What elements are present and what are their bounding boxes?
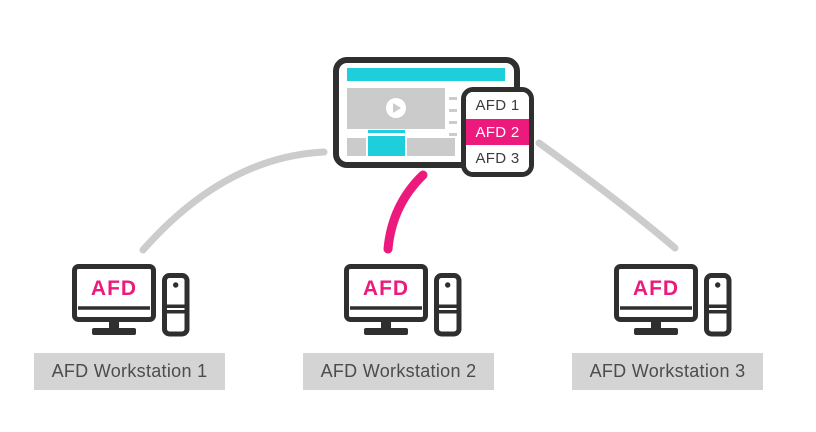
- connector-workstation-3: [535, 139, 679, 252]
- workstation-3: AFD: [614, 264, 732, 337]
- screen-label: AFD: [633, 277, 679, 300]
- thumbnail-selected: [368, 130, 405, 156]
- workstation-2-caption: AFD Workstation 2: [303, 353, 494, 390]
- playlist-line-icon: [449, 97, 457, 100]
- connector-workstation-2-active: [383, 170, 428, 254]
- afd-option-3: AFD 3: [466, 145, 529, 172]
- play-icon: [393, 103, 401, 113]
- thumbnail: [407, 138, 455, 156]
- playlist-line-icon: [449, 121, 457, 124]
- workstation-icon: AFD: [614, 264, 732, 337]
- workstation-3-caption: AFD Workstation 3: [572, 353, 763, 390]
- monitor-stand: [381, 319, 391, 328]
- afd-option-1: AFD 1: [466, 92, 529, 119]
- browser-header-bar: [347, 68, 505, 81]
- video-player: [347, 88, 445, 129]
- connector-workstation-1: [139, 148, 328, 254]
- monitor-base: [634, 328, 678, 335]
- play-button: [386, 98, 406, 118]
- tower-power-dot: [173, 282, 179, 288]
- workstation-2: AFD: [344, 264, 462, 337]
- monitor-stand: [109, 319, 119, 328]
- workstation-1-caption: AFD Workstation 1: [34, 353, 225, 390]
- screen-label: AFD: [91, 277, 137, 300]
- monitor-base: [364, 328, 408, 335]
- workstation-icon: AFD: [344, 264, 462, 337]
- afd-option-2-selected: AFD 2: [466, 118, 529, 146]
- playlist-line-icon: [449, 133, 457, 136]
- workstation-1: AFD: [72, 264, 190, 337]
- thumbnail: [347, 138, 366, 156]
- afd-selector-list: AFD 1 AFD 2 AFD 3: [461, 87, 534, 177]
- screen-label: AFD: [363, 277, 409, 300]
- monitor-base: [92, 328, 136, 335]
- tower-power-dot: [445, 282, 451, 288]
- playlist-line-icon: [449, 109, 457, 112]
- workstation-icon: AFD: [72, 264, 190, 337]
- tower-power-dot: [715, 282, 721, 288]
- monitor-stand: [651, 319, 661, 328]
- thumbnail-divider: [368, 133, 405, 136]
